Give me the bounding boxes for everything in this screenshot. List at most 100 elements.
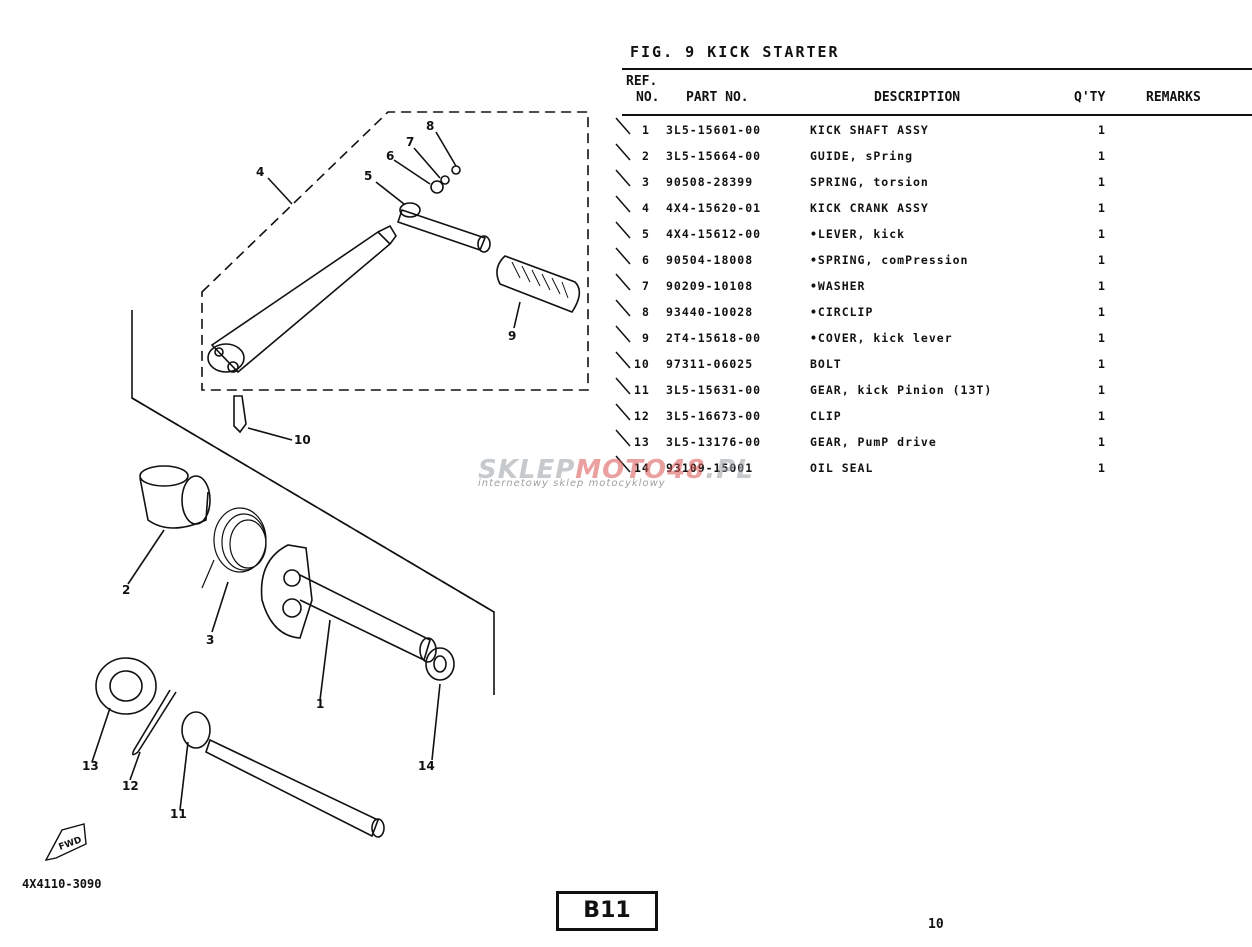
exploded-parts-diagram: 4 5 6 7 8 9 10 2 3 1 14 13 12 11 FWD (44, 111, 589, 861)
table-row: 3 90508-28399 SPRING, torsion 1 (615, 169, 1252, 194)
parts-table: REF. NO. PART NO. DESCRIPTION Q'TY REMAR… (615, 68, 1252, 475)
cell-description: GUIDE, sPring (810, 149, 914, 163)
cell-description: •CIRCLIP (810, 305, 874, 319)
check-mark-icon (615, 403, 631, 421)
callout-label: 11 (170, 807, 187, 821)
cell-qty: 1 (1098, 201, 1106, 215)
check-mark-icon (615, 325, 631, 343)
callout-label: 5 (364, 169, 372, 183)
page-number: 10 (928, 917, 944, 932)
cell-ref: 13 (634, 435, 650, 449)
cell-description: KICK CRANK ASSY (810, 201, 929, 215)
cell-part-no: 3L5-16673-00 (666, 409, 762, 423)
cell-part-no: 4X4-15620-01 (666, 201, 762, 215)
cell-qty: 1 (1098, 279, 1106, 293)
cell-part-no: 90508-28399 (666, 175, 754, 189)
header-description: DESCRIPTION (874, 90, 961, 105)
cell-qty: 1 (1098, 149, 1106, 163)
cell-qty: 1 (1098, 227, 1106, 241)
header-remarks: REMARKS (1146, 90, 1201, 105)
table-row: 14 93109-15001 OIL SEAL 1 (615, 455, 1252, 480)
cell-ref: 8 (642, 305, 650, 319)
cell-description: BOLT (810, 357, 842, 371)
shaft-assy-outline (131, 310, 495, 695)
crank-assy-outline (201, 111, 589, 391)
cell-ref: 4 (642, 201, 650, 215)
cell-ref: 2 (642, 149, 650, 163)
cell-qty: 1 (1098, 123, 1106, 137)
cell-part-no: 97311-06025 (666, 357, 754, 371)
cell-ref: 12 (634, 409, 650, 423)
cell-ref: 3 (642, 175, 650, 189)
table-row: 6 90504-18008 •SPRING, comPression 1 (615, 247, 1252, 272)
cell-description: •WASHER (810, 279, 866, 293)
header-ref-bottom: NO. (636, 90, 660, 105)
cell-part-no: 93109-15001 (666, 461, 754, 475)
check-mark-icon (615, 221, 631, 239)
check-mark-icon (615, 273, 631, 291)
cell-ref: 14 (634, 461, 650, 475)
callout-label: 4 (256, 165, 264, 179)
cell-description: GEAR, PumP drive (810, 435, 937, 449)
cell-qty: 1 (1098, 331, 1106, 345)
cell-part-no: 3L5-15664-00 (666, 149, 762, 163)
callout-label: 8 (426, 119, 434, 133)
cell-description: •SPRING, comPression (810, 253, 969, 267)
cell-ref: 7 (642, 279, 650, 293)
table-header: REF. NO. PART NO. DESCRIPTION Q'TY REMAR… (622, 68, 1252, 116)
cell-part-no: 93440-10028 (666, 305, 754, 319)
callout-label: 12 (122, 779, 139, 793)
callout-label: 9 (508, 329, 516, 343)
table-row: 4 4X4-15620-01 KICK CRANK ASSY 1 (615, 195, 1252, 220)
cell-qty: 1 (1098, 435, 1106, 449)
check-mark-icon (615, 299, 631, 317)
check-mark-icon (615, 377, 631, 395)
cell-ref: 9 (642, 331, 650, 345)
section-code-box: B11 (556, 891, 658, 931)
check-mark-icon (615, 351, 631, 369)
callout-label: 14 (418, 759, 435, 773)
check-mark-icon (615, 117, 631, 135)
cell-ref: 5 (642, 227, 650, 241)
watermark-subtitle: internetowy sklep motocyklowy (478, 478, 666, 489)
cell-part-no: 90504-18008 (666, 253, 754, 267)
check-mark-icon (615, 143, 631, 161)
cell-ref: 11 (634, 383, 650, 397)
cell-ref: 1 (642, 123, 650, 137)
callout-label: 6 (386, 149, 394, 163)
callout-label: 13 (82, 759, 99, 773)
cell-description: •COVER, kick lever (810, 331, 953, 345)
cell-qty: 1 (1098, 253, 1106, 267)
check-mark-icon (615, 195, 631, 213)
cell-part-no: 3L5-15631-00 (666, 383, 762, 397)
cell-description: •LEVER, kick (810, 227, 906, 241)
cell-description: OIL SEAL (810, 461, 874, 475)
header-ref-top: REF. (626, 74, 658, 89)
table-row: 11 3L5-15631-00 GEAR, kick Pinion (13T) 1 (615, 377, 1252, 402)
cell-qty: 1 (1098, 383, 1106, 397)
table-row: 2 3L5-15664-00 GUIDE, sPring 1 (615, 143, 1252, 168)
cell-qty: 1 (1098, 175, 1106, 189)
header-part-no: PART NO. (686, 90, 749, 105)
check-mark-icon (615, 247, 631, 265)
cell-part-no: 90209-10108 (666, 279, 754, 293)
header-qty: Q'TY (1074, 90, 1106, 105)
cell-description: KICK SHAFT ASSY (810, 123, 929, 137)
callout-label: 3 (206, 633, 214, 647)
cell-description: SPRING, torsion (810, 175, 929, 189)
cell-ref: 6 (642, 253, 650, 267)
watermark-logo: SKLEPMOTO48.PL (478, 455, 754, 485)
callout-label: 7 (406, 135, 414, 149)
diagram-code: 4X4110-3090 (22, 877, 102, 891)
table-row: 12 3L5-16673-00 CLIP 1 (615, 403, 1252, 428)
cell-part-no: 3L5-15601-00 (666, 123, 762, 137)
cell-qty: 1 (1098, 409, 1106, 423)
cell-description: CLIP (810, 409, 842, 423)
cell-qty: 1 (1098, 461, 1106, 475)
callout-label: 10 (294, 433, 311, 447)
cell-description: GEAR, kick Pinion (13T) (810, 383, 993, 397)
